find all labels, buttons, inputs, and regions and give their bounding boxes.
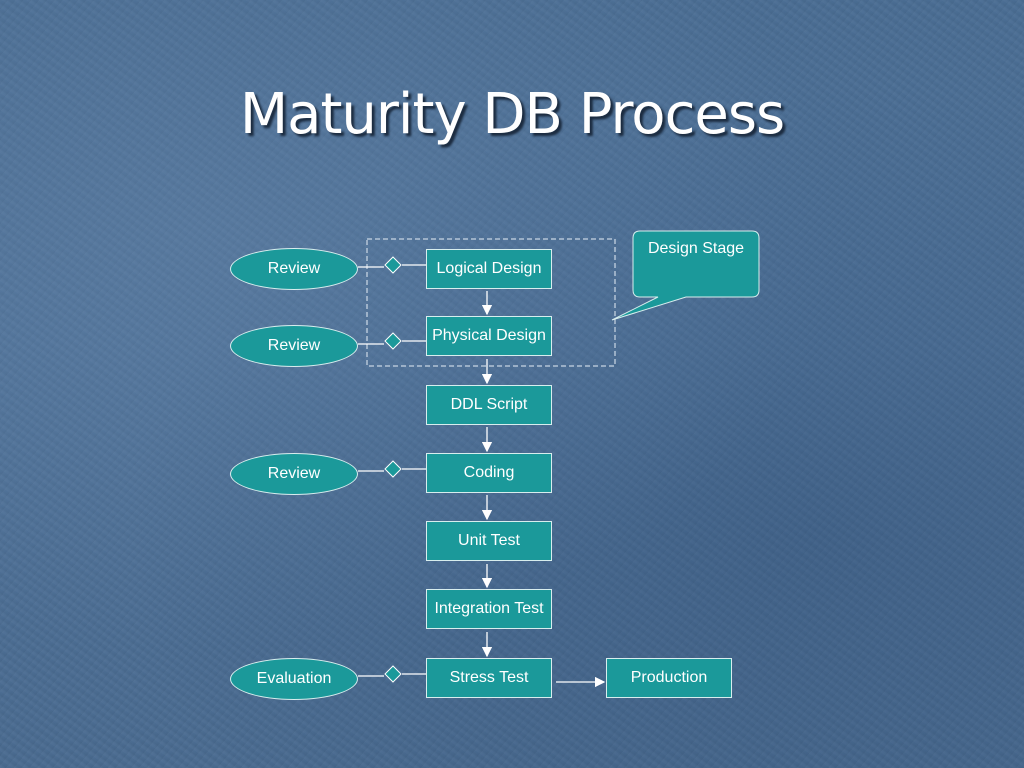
slide-title: Maturity DB Process [239, 82, 785, 147]
ddl-script-box: DDL Script [426, 385, 552, 425]
review-ellipse-3: Review [230, 453, 358, 495]
review-connector-2 [358, 332, 426, 350]
design-stage-callout-label: Design Stage [647, 240, 745, 257]
coding-box: Coding [426, 453, 552, 493]
evaluation-ellipse: Evaluation [230, 658, 358, 700]
production-box: Production [606, 658, 732, 698]
review-ellipse-1: Review [230, 248, 358, 290]
review-connector-3 [358, 460, 426, 478]
design-stage-group [366, 238, 616, 367]
stress-test-box: Stress Test [426, 658, 552, 698]
physical-design-box: Physical Design [426, 316, 552, 356]
logical-design-box: Logical Design [426, 249, 552, 289]
unit-test-box: Unit Test [426, 521, 552, 561]
design-stage-callout [611, 230, 760, 321]
integration-test-box: Integration Test [426, 589, 552, 629]
review-connector-1 [358, 256, 426, 274]
evaluation-connector [358, 665, 426, 683]
review-ellipse-2: Review [230, 325, 358, 367]
